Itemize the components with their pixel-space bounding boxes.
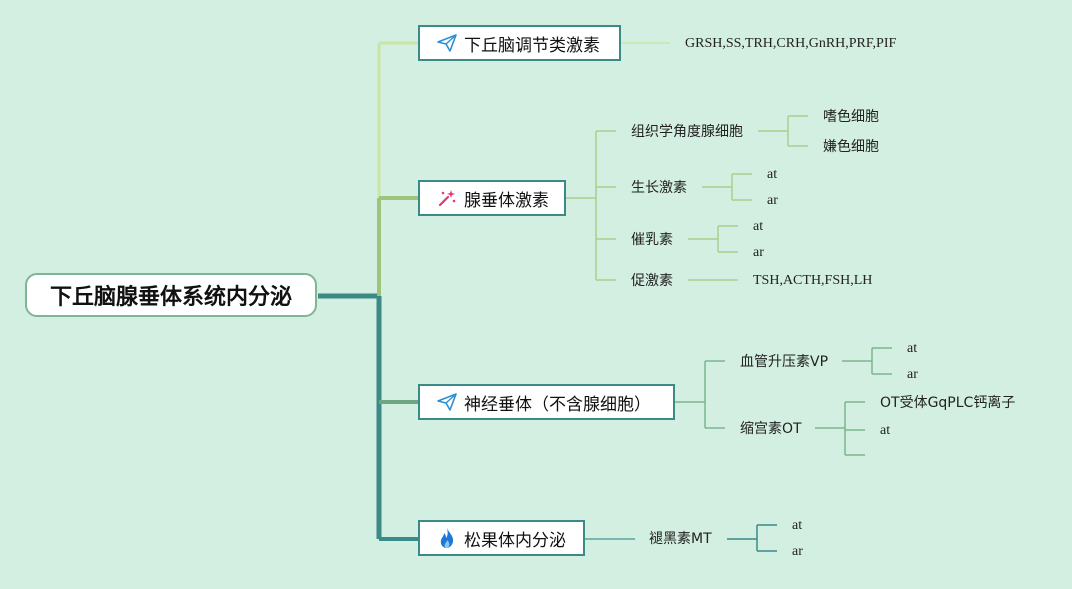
- oxytocin-ot[interactable]: 缩宫素OT: [740, 421, 802, 437]
- vasopressin-vp[interactable]: 血管升压素VP: [740, 354, 829, 370]
- melatonin-ar[interactable]: ar: [792, 544, 803, 559]
- branch-neurohypophysis[interactable]: 神经垂体（不含腺细胞）: [418, 384, 675, 420]
- prolactin-ar[interactable]: ar: [753, 245, 764, 260]
- histology-gland-cells[interactable]: 组织学角度腺细胞: [631, 124, 743, 140]
- branch-label: 腺垂体激素: [464, 190, 549, 211]
- branch-pineal-endocrine[interactable]: 松果体内分泌: [418, 520, 585, 556]
- branch-hypothalamic-hormones[interactable]: 下丘脑调节类激素: [418, 25, 621, 61]
- ot-receptor-pathway[interactable]: OT受体GqPLC钙离子: [880, 395, 1016, 411]
- paper-plane-icon: [436, 32, 458, 54]
- growth-hormone-ar[interactable]: ar: [767, 193, 778, 208]
- fire-icon: [436, 527, 458, 549]
- root-topic[interactable]: 下丘脑腺垂体系统内分泌: [25, 273, 317, 317]
- branch-label: 神经垂体（不含腺细胞）: [464, 394, 651, 415]
- growth-hormone-at[interactable]: at: [767, 167, 778, 182]
- hypothalamic-hormone-list[interactable]: GRSH,SS,TRH,CRH,GnRH,PRF,PIF: [685, 36, 897, 51]
- tropic-hormones[interactable]: 促激素: [631, 273, 673, 289]
- prolactin-at[interactable]: at: [753, 219, 764, 234]
- branch-label: 下丘脑调节类激素: [464, 35, 600, 56]
- tropic-hormone-list[interactable]: TSH,ACTH,FSH,LH: [753, 273, 873, 288]
- chromophobe-cells[interactable]: 嫌色细胞: [823, 139, 879, 155]
- vasopressin-at[interactable]: at: [907, 341, 918, 356]
- branch-label: 松果体内分泌: [464, 530, 566, 551]
- branch-adenohypophysis-hormones[interactable]: 腺垂体激素: [418, 180, 566, 216]
- melatonin-at[interactable]: at: [792, 518, 803, 533]
- chromophil-cells[interactable]: 嗜色细胞: [823, 109, 879, 125]
- paper-plane-icon: [436, 391, 458, 413]
- vasopressin-ar[interactable]: ar: [907, 367, 918, 382]
- magic-wand-icon: [436, 187, 458, 209]
- melatonin-mt[interactable]: 褪黑素MT: [649, 531, 712, 547]
- prolactin[interactable]: 催乳素: [631, 232, 673, 248]
- oxytocin-at[interactable]: at: [880, 423, 891, 438]
- growth-hormone[interactable]: 生长激素: [631, 180, 687, 196]
